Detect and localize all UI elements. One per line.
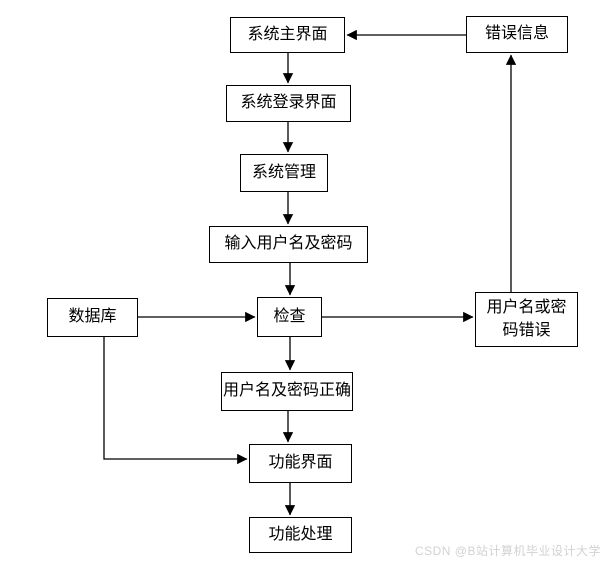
node-function-interface: 功能界面 [249,444,352,483]
node-database: 数据库 [47,298,138,337]
watermark-text: CSDN @B站计算机毕业设计大学 [414,544,601,558]
node-main-interface: 系统主界面 [230,17,345,53]
node-login-interface: 系统登录界面 [226,85,351,122]
node-error-info: 错误信息 [466,16,568,53]
node-check: 检查 [257,297,322,337]
node-system-management: 系统管理 [240,154,328,192]
node-wrong-credentials: 用户名或密码错误 [475,292,578,347]
node-input-credentials: 输入用户名及密码 [209,226,368,263]
node-correct-credentials: 用户名及密码正确 [221,372,353,411]
node-function-process: 功能处理 [249,517,352,553]
